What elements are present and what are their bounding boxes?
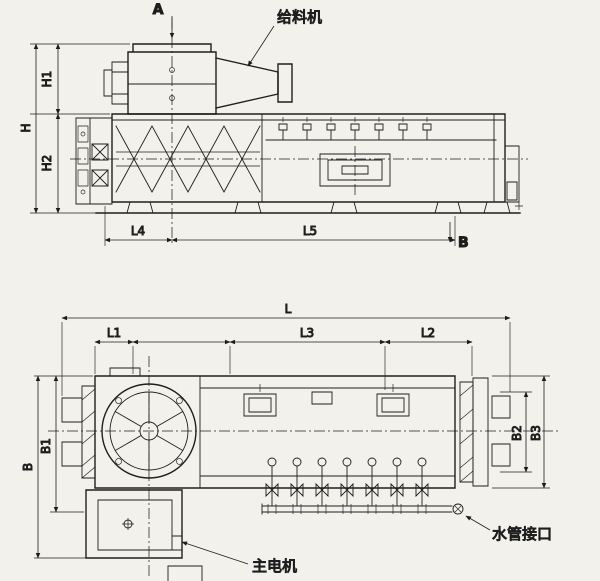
motor-callout: 主电机 (181, 541, 298, 576)
dim-b3-label: B3 (529, 425, 543, 441)
plan-view: 主电机 水管接口 L L1 L3 L2 B (21, 302, 558, 581)
dim-h2-label: H2 (40, 155, 54, 172)
dim-l1-label: L1 (107, 326, 121, 340)
side-elevation-view: A B 给料机 H1 H2 H L4 L5 (19, 2, 528, 252)
dim-l5-label: L5 (303, 224, 317, 238)
water-pipe-callout: 水管接口 (465, 515, 553, 544)
dimension-widths-left: B B1 (21, 375, 93, 559)
dimension-lengths-top: L4 L5 (104, 206, 456, 246)
top-bolts-row (278, 117, 432, 141)
dimension-heights: H1 H2 H (19, 43, 130, 214)
plan-body (61, 367, 456, 489)
dim-b2-label: B2 (510, 425, 524, 441)
dimension-widths-right: B2 B3 (492, 375, 550, 489)
dim-l3-label: L3 (300, 326, 314, 340)
bearing-caps (243, 384, 410, 417)
dim-b-label: B (21, 463, 35, 471)
base-skid (95, 201, 521, 214)
dimension-l: L (61, 302, 511, 396)
dim-l2-label: L2 (421, 326, 435, 340)
feeder-assembly (103, 43, 293, 115)
right-end-plates (459, 377, 511, 487)
dimension-sublengths: L1 L3 L2 (94, 326, 473, 390)
drive-bearing-stack (75, 117, 113, 205)
section-a-label: A (153, 2, 164, 18)
dim-h1-label: H1 (40, 71, 54, 88)
section-marker-a: A (152, 2, 175, 39)
dim-l-label: L (285, 302, 292, 316)
feeder-callout-label: 给料机 (277, 8, 322, 26)
inspection-door (319, 153, 391, 187)
valve-manifold (261, 457, 464, 515)
screw-conveyor (115, 113, 263, 203)
feeder-callout: 给料机 (247, 8, 323, 67)
right-end-bracket (504, 145, 523, 210)
motor-callout-label: 主电机 (252, 557, 297, 575)
water-pipe-callout-label: 水管接口 (492, 525, 552, 543)
dim-h-label: H (19, 123, 33, 132)
section-b-label: B (458, 235, 469, 251)
flange-wheel (101, 383, 197, 479)
main-motor-box (85, 489, 203, 581)
dim-b1-label: B1 (39, 438, 53, 454)
dim-l4-label: L4 (131, 224, 145, 238)
